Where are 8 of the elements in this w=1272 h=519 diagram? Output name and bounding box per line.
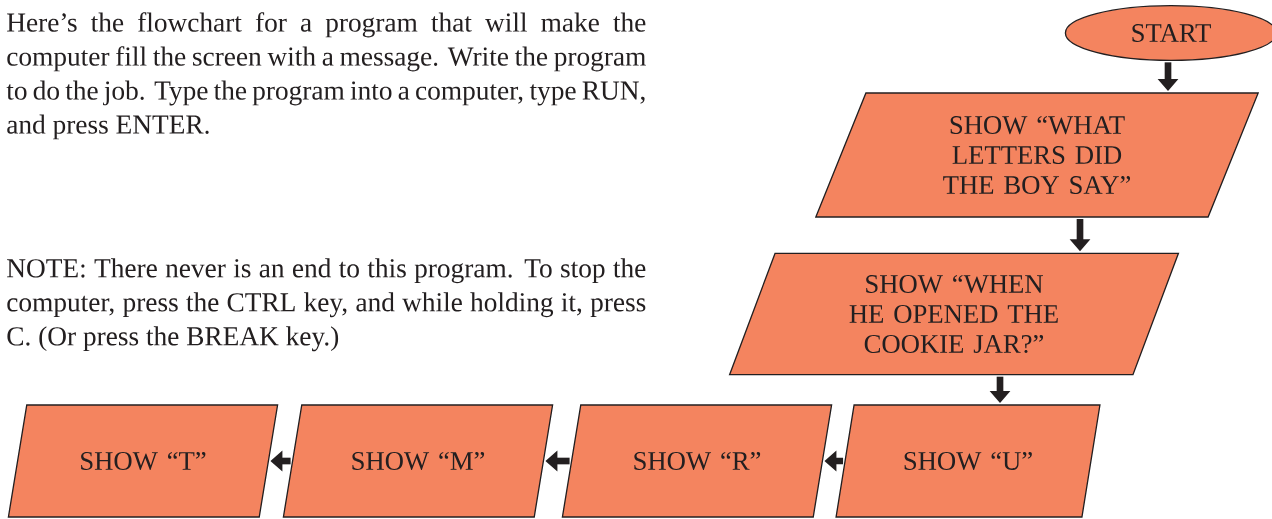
output-parallelogram: SHOW “R” [561,404,833,518]
output-parallelogram: SHOW “WHEN HE OPENED THE COOKIE JAR?” [728,252,1180,376]
instruction-paragraph: NOTE: There never is an end to this program. To stop the computer, press the CTRL key, and while holding it, press C. (Or press the BREAK key.) [7,258,646,352]
output-parallelogram: SHOW “T” [7,404,279,518]
instruction-paragraph: Here’s the flowchart for a program that will make the computer fill the screen with a message. Write the program to do the job. Type the program into a computer, type RUN, and press ENTER. [6,12,646,140]
output-parallelogram: SHOW “M” [282,404,554,518]
terminal-oval: START [1064,5,1272,61]
output-parallelogram: SHOW “U” [835,404,1101,518]
